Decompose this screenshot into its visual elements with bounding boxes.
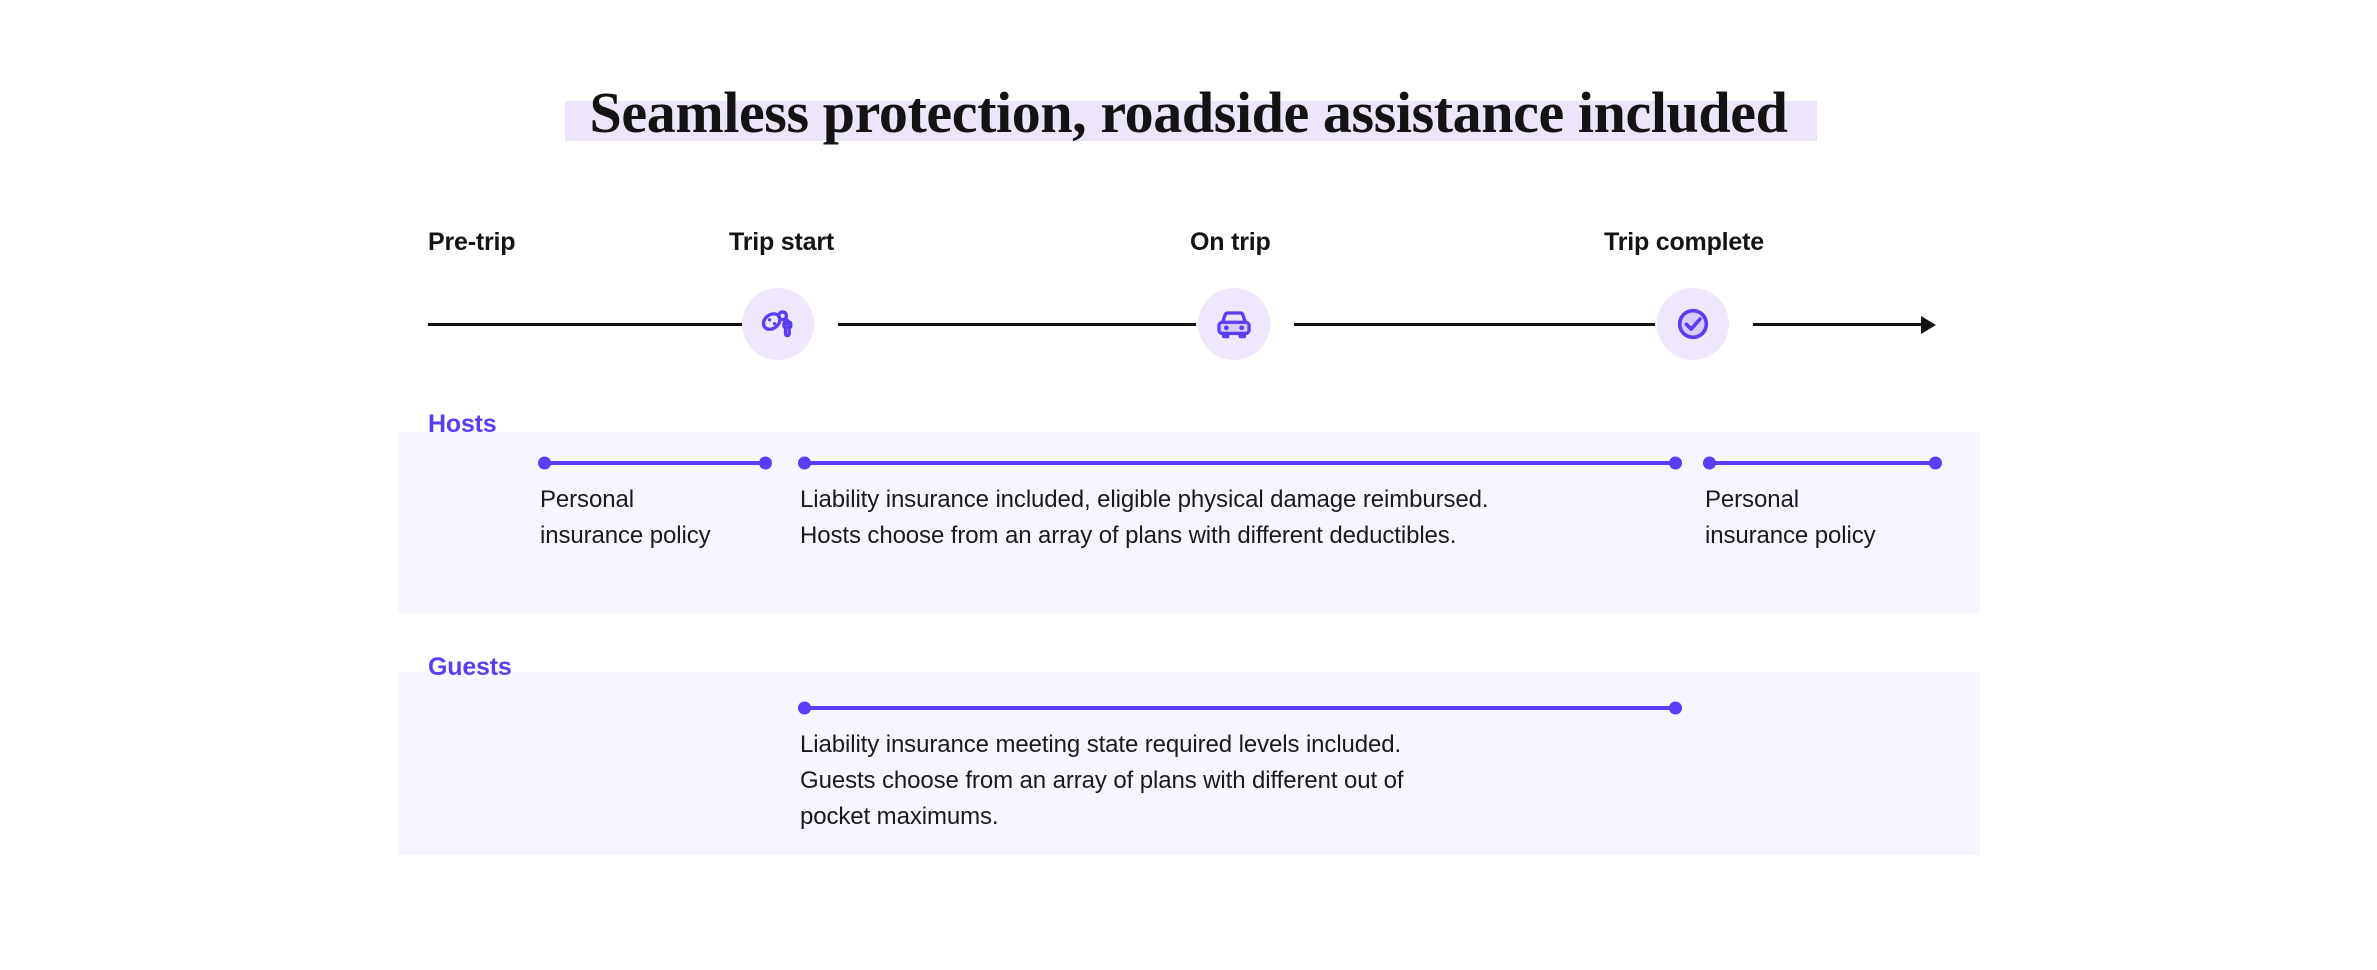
timeline-label-trip-start: Trip start (729, 228, 834, 256)
hosts-bar-segment-3 (1705, 461, 1940, 465)
check-circle-icon (1672, 303, 1714, 345)
hosts-bar-segment-1 (540, 461, 770, 465)
timeline-node-trip-complete[interactable] (1657, 288, 1729, 360)
hosts-segment-text-2: Liability insurance included, eligible p… (800, 486, 1489, 549)
arrow-right-icon (1921, 316, 1936, 334)
title-text: Seamless protection, roadside assistance… (589, 80, 1788, 145)
hosts-bar-segment-2 (800, 461, 1680, 465)
timeline-node-trip-start[interactable] (742, 288, 814, 360)
timeline-label-trip-complete: Trip complete (1604, 228, 1764, 256)
hosts-segment-text-3: Personal insurance policy (1705, 486, 1876, 549)
page-title: Seamless protection, roadside assistance… (0, 80, 2377, 145)
car-key-icon (757, 303, 799, 345)
guests-bar-segment-1 (800, 706, 1680, 710)
timeline-label-on-trip: On trip (1190, 228, 1271, 256)
timeline-label-pre-trip: Pre-trip (428, 228, 516, 256)
timeline: Pre-trip Trip start On trip Trip complet… (0, 228, 2377, 360)
hosts-segment-text-1: Personal insurance policy (540, 486, 711, 549)
timeline-axis-segment-2 (838, 323, 1196, 326)
row-label-hosts: Hosts (428, 410, 497, 438)
timeline-node-on-trip[interactable] (1198, 288, 1270, 360)
title-highlight-band (564, 100, 1818, 141)
guests-panel (398, 672, 1980, 855)
car-front-icon (1213, 303, 1255, 345)
guests-segment-text-1: Liability insurance meeting state requir… (800, 731, 1404, 830)
row-label-guests: Guests (428, 653, 512, 681)
timeline-axis-segment-3 (1294, 323, 1655, 326)
timeline-axis-segment-1 (428, 323, 743, 326)
title-inner: Seamless protection, roadside assistance… (564, 80, 1818, 145)
timeline-axis-segment-4 (1753, 323, 1921, 326)
